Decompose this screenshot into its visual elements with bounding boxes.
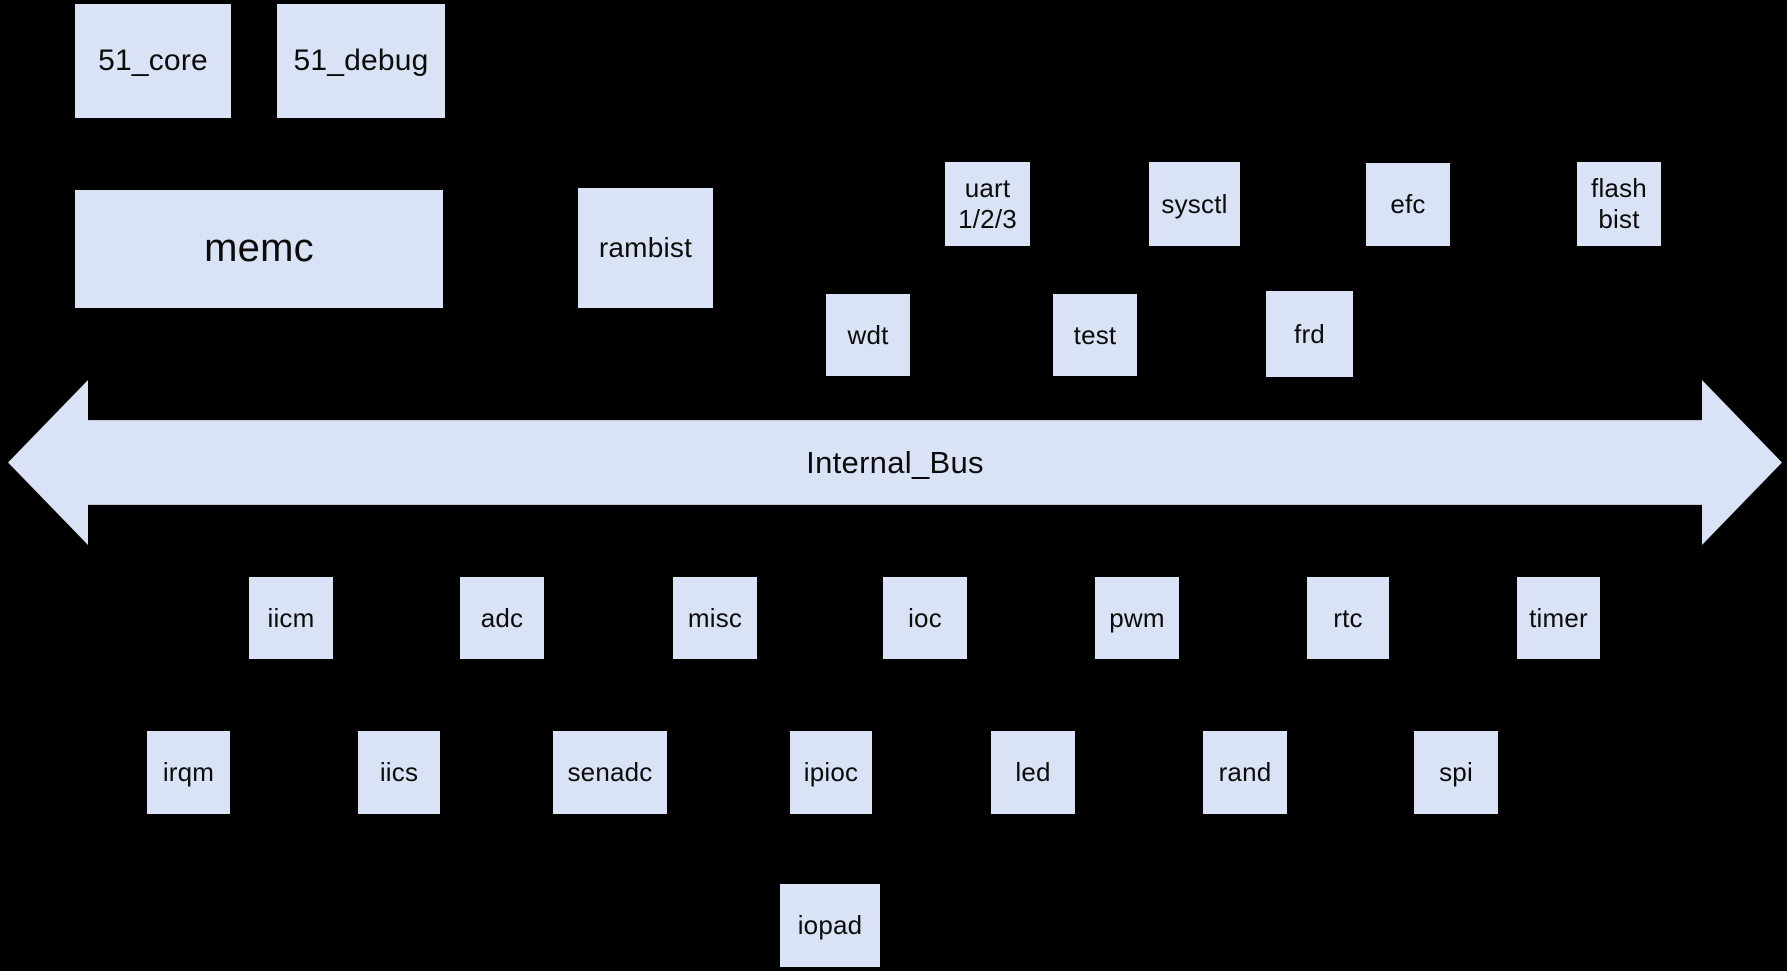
block-iicm: iicm: [249, 577, 333, 659]
block-label: uart 1/2/3: [958, 173, 1017, 234]
block-label: spi: [1439, 757, 1473, 788]
block-rambist: rambist: [578, 188, 713, 308]
block-label: 51_debug: [293, 44, 429, 78]
block-label: irqm: [162, 757, 215, 788]
block-led: led: [991, 731, 1075, 814]
block-label: iics: [379, 757, 419, 788]
block-test: test: [1053, 294, 1137, 376]
block-51-core: 51_core: [75, 4, 231, 118]
block-ipioc: ipioc: [790, 731, 872, 814]
block-rand: rand: [1203, 731, 1287, 814]
block-rtc: rtc: [1307, 577, 1389, 659]
block-timer: timer: [1517, 577, 1600, 659]
block-uart-1-2-3: uart 1/2/3: [945, 162, 1030, 246]
block-efc: efc: [1366, 163, 1450, 246]
block-label: rand: [1218, 757, 1272, 788]
block-sysctl: sysctl: [1149, 162, 1240, 246]
block-senadc: senadc: [553, 731, 667, 814]
block-frd: frd: [1266, 291, 1353, 377]
block-label: led: [1015, 757, 1051, 788]
block-label: 51_core: [98, 44, 208, 78]
block-memc: memc: [75, 190, 443, 308]
block-label: test: [1073, 319, 1117, 350]
block-label: misc: [687, 602, 743, 633]
block-label: adc: [480, 602, 524, 633]
block-iopad: iopad: [780, 884, 880, 967]
block-ioc: ioc: [883, 577, 967, 659]
block-label: wdt: [847, 319, 889, 350]
block-label: flash bist: [1591, 173, 1647, 234]
internal-bus-label: Internal_Bus: [806, 444, 984, 480]
block-label: pwm: [1109, 602, 1165, 633]
block-label: ioc: [908, 602, 942, 633]
block-label: rtc: [1333, 602, 1363, 633]
block-iics: iics: [358, 731, 440, 814]
block-51-debug: 51_debug: [277, 4, 445, 118]
block-label: iicm: [267, 602, 315, 633]
block-label: sysctl: [1161, 188, 1228, 219]
block-label: timer: [1529, 602, 1588, 633]
block-wdt: wdt: [826, 294, 910, 376]
block-flash-bist: flash bist: [1577, 162, 1661, 246]
block-pwm: pwm: [1095, 577, 1179, 659]
block-spi: spi: [1414, 731, 1498, 814]
block-label: senadc: [567, 757, 653, 788]
block-adc: adc: [460, 577, 544, 659]
block-label: memc: [204, 226, 314, 271]
block-label: rambist: [598, 232, 693, 264]
block-label: ipioc: [803, 757, 859, 788]
block-label: frd: [1294, 318, 1325, 349]
block-misc: misc: [673, 577, 757, 659]
internal-bus-arrow: Internal_Bus: [8, 380, 1782, 545]
block-label: iopad: [797, 910, 863, 941]
block-irqm: irqm: [147, 731, 230, 814]
block-label: efc: [1390, 189, 1426, 220]
